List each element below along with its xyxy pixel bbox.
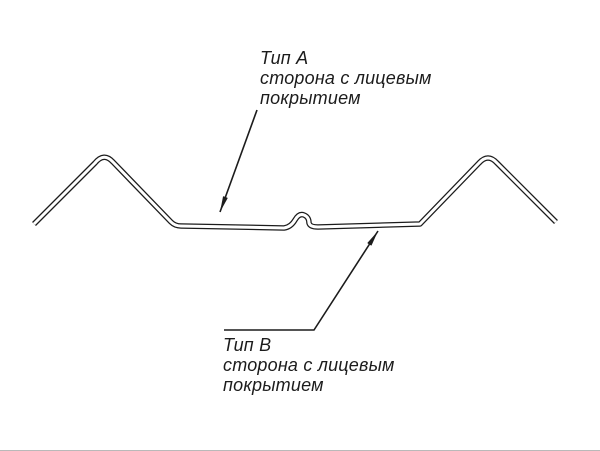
label-type-a: Тип А сторона с лицевым покрытием [260, 48, 432, 108]
label-type-b-desc2: покрытием [223, 375, 324, 395]
label-type-b-desc1: сторона с лицевым [223, 355, 395, 375]
profile-sheet-inner-highlight [32, 155, 558, 230]
leader-line-type-a [219, 109, 258, 213]
label-type-b-title: Тип В [223, 335, 272, 355]
leader-line-type-b [224, 230, 379, 331]
label-type-a-title: Тип А [260, 48, 309, 68]
label-type-a-desc2: покрытием [260, 88, 361, 108]
label-type-a-desc1: сторона с лицевым [260, 68, 432, 88]
label-type-b: Тип В сторона с лицевым покрытием [223, 335, 395, 395]
